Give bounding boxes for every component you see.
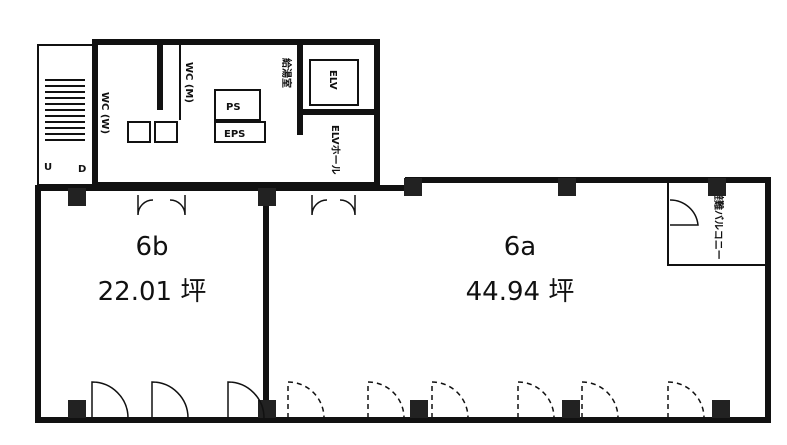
- stair-up-label: U: [44, 162, 52, 173]
- exterior-door[interactable]: [517, 381, 555, 419]
- exterior-door[interactable]: [367, 381, 405, 419]
- structural-column: [258, 188, 276, 206]
- structural-column: [68, 400, 86, 418]
- elevator-hall-label: ELVホール: [329, 125, 341, 175]
- kitchenette-label: 給湯室: [280, 58, 293, 88]
- unit-6b-label: 6b: [135, 232, 168, 262]
- elevator-label: ELV: [327, 70, 338, 90]
- unit-6b-area: 22.01 坪: [98, 277, 207, 307]
- door-6a[interactable]: [311, 195, 356, 216]
- exterior-door[interactable]: [91, 381, 129, 419]
- exterior-door[interactable]: [287, 381, 325, 419]
- structural-column: [258, 400, 276, 418]
- balcony: [667, 180, 768, 266]
- structural-column: [562, 400, 580, 418]
- exterior-door[interactable]: [431, 381, 469, 419]
- door-6b[interactable]: [137, 195, 186, 216]
- stair-down-label: D: [78, 164, 86, 175]
- exterior-door[interactable]: [667, 381, 705, 419]
- structural-column: [712, 400, 730, 418]
- balcony-label: 避難バルコニー: [712, 189, 725, 260]
- exterior-door[interactable]: [151, 381, 189, 419]
- structural-column: [410, 400, 428, 418]
- structural-column: [708, 178, 726, 196]
- wc-women-label: WC (W): [99, 92, 110, 134]
- structural-column: [404, 178, 422, 196]
- unit-6a-label: 6a: [504, 232, 536, 262]
- eps-label: EPS: [224, 129, 245, 140]
- unit-6a-area: 44.94 坪: [466, 277, 575, 307]
- elevator-car: [309, 59, 359, 106]
- staircase: U D: [37, 44, 94, 186]
- unit-6b[interactable]: [35, 185, 269, 423]
- exterior-door[interactable]: [581, 381, 619, 419]
- structural-column: [558, 178, 576, 196]
- unit-6a[interactable]: [266, 177, 771, 423]
- ps-label: PS: [226, 102, 241, 113]
- structural-column: [68, 188, 86, 206]
- exterior-door[interactable]: [227, 381, 265, 419]
- wc-men-label: WC (M): [183, 62, 194, 103]
